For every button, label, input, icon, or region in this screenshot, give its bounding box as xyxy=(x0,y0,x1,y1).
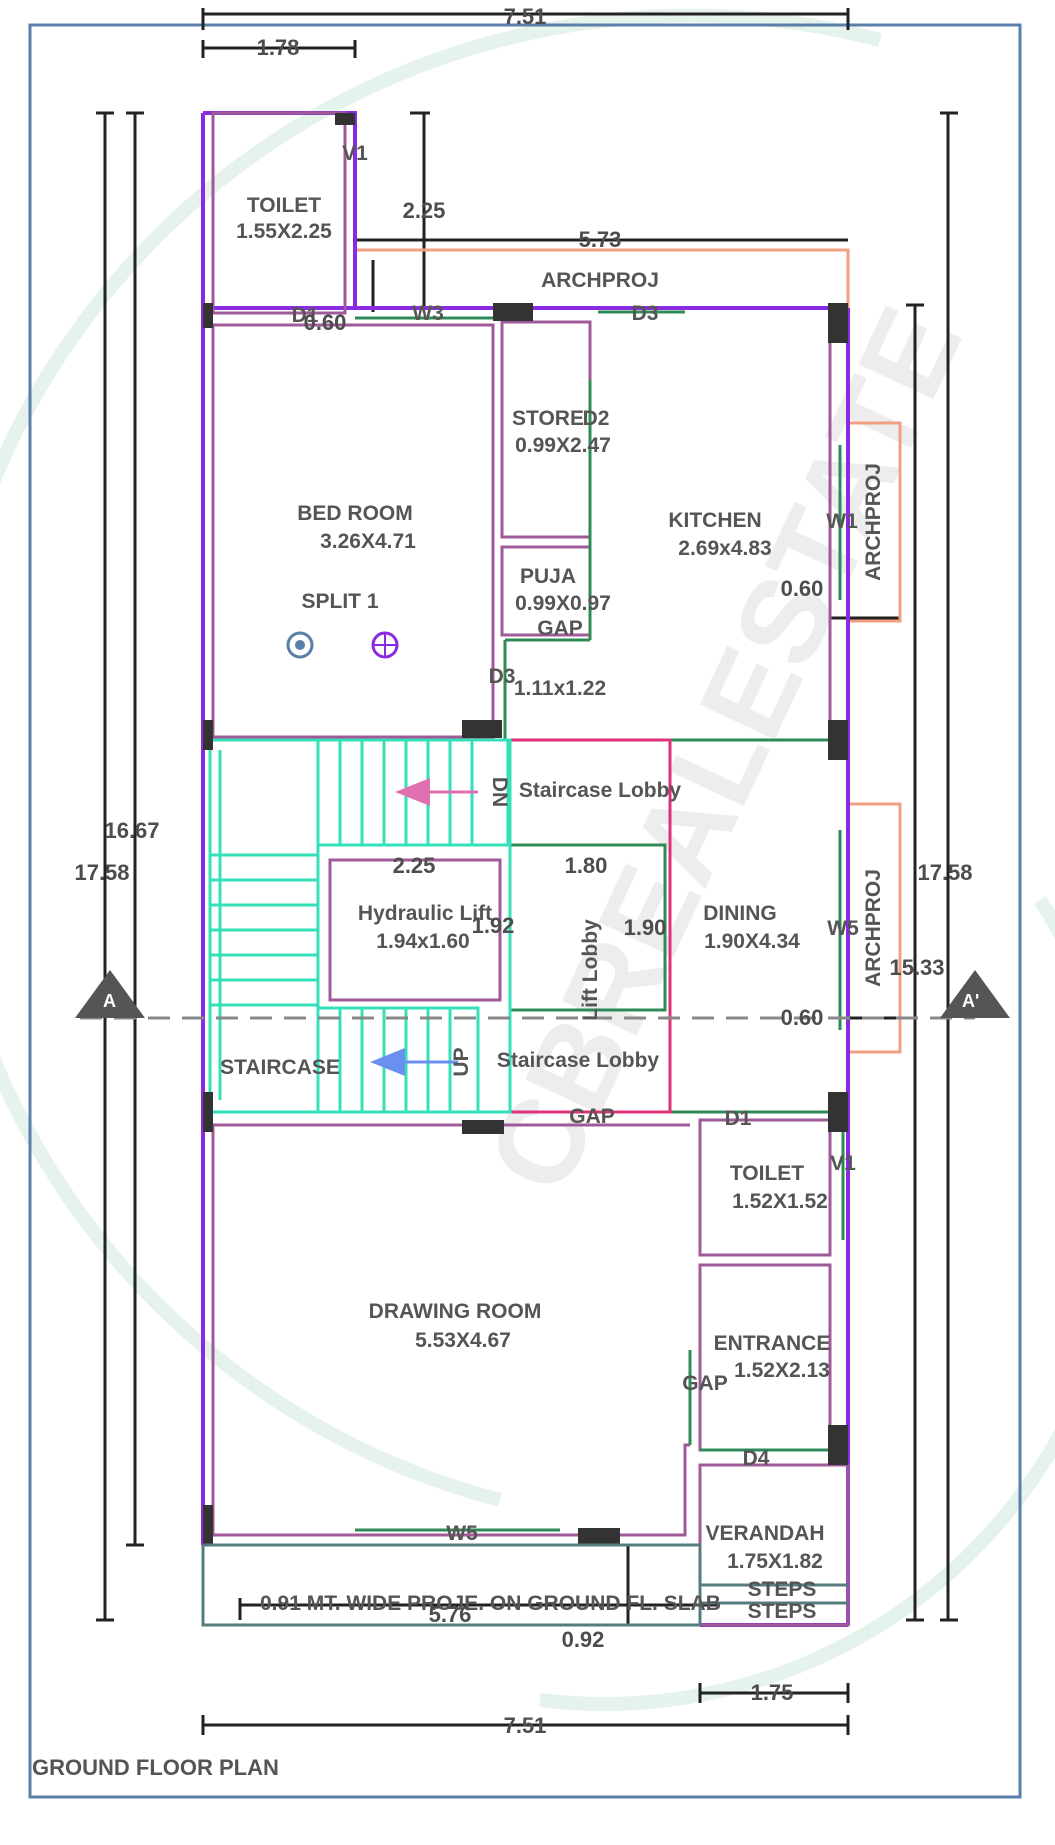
section-a-right: A' xyxy=(962,991,979,1011)
lift-name: Hydraulic Lift xyxy=(358,902,492,925)
stair-arrow-up-icon xyxy=(370,1048,405,1076)
kitchen-name: KITCHEN xyxy=(668,509,761,532)
dim-left-outer: 17.58 xyxy=(74,860,129,885)
store-name: STORE xyxy=(512,407,584,430)
stair-arrow-down-icon xyxy=(395,778,430,806)
tag-v1-bottom: V1 xyxy=(830,1152,856,1175)
dimension-lines xyxy=(96,8,958,1735)
dim-d1-gap: 0.60 xyxy=(304,310,347,335)
stair-arrows xyxy=(370,778,478,1076)
tag-d3-mid: D3 xyxy=(489,665,516,688)
ground-slab-projection xyxy=(201,1543,848,1627)
bedroom-name: BED ROOM xyxy=(297,502,413,525)
staircase-treads xyxy=(208,738,512,1114)
split-indoor-icon xyxy=(286,631,314,659)
store-size: 0.99X2.47 xyxy=(515,434,611,457)
verandah-name: VERANDAH xyxy=(705,1522,824,1545)
archproj-right-1: ARCHPROJ xyxy=(862,463,885,581)
tag-gap-entrance: GAP xyxy=(682,1372,728,1395)
section-a-left: A xyxy=(103,991,116,1011)
dim-kitchen-proj: 0.60 xyxy=(781,576,824,601)
toilet-bottom-name: TOILET xyxy=(730,1162,804,1185)
tag-d3-top: D3 xyxy=(632,302,659,325)
dim-right-outer: 17.58 xyxy=(917,860,972,885)
kitchen-size: 2.69x4.83 xyxy=(678,537,771,560)
split-ac-icons xyxy=(286,631,399,659)
entrance-name: ENTRANCE xyxy=(714,1332,831,1355)
tag-w3: W3 xyxy=(412,302,444,325)
steps-label-1: STEPS xyxy=(748,1578,817,1601)
dim-stair-225: 2.25 xyxy=(393,853,436,878)
projection-note: 0.91 MT. WIDE PROJE. ON GROUND FL. SLAB xyxy=(260,1592,721,1615)
toilet-top-name: TOILET xyxy=(247,194,321,217)
archproj-top: ARCHPROJ xyxy=(541,269,659,292)
drawing-frame xyxy=(28,23,1022,1799)
dim-right-inner: 15.33 xyxy=(889,955,944,980)
puja-size: 0.99X0.97 xyxy=(515,592,611,615)
dim-lift-180: 1.80 xyxy=(565,853,608,878)
dim-toilet-width: 1.78 xyxy=(257,35,300,60)
dim-proj-092: 0.92 xyxy=(562,1627,605,1652)
toilet-top-size: 1.55X2.25 xyxy=(236,220,332,243)
tag-d2: D2 xyxy=(583,407,610,430)
watermark: CBREALESTATE xyxy=(0,8,1055,1711)
dim-top-total: 7.51 xyxy=(504,4,547,29)
tag-gap-mid: GAP xyxy=(569,1105,615,1128)
puja-name: PUJA xyxy=(520,565,576,588)
dim-dining-proj: 0.60 xyxy=(781,1005,824,1030)
up-label: UP xyxy=(450,1047,473,1076)
dim-verandah-width: 1.75 xyxy=(751,1680,794,1705)
lift-size: 1.94x1.60 xyxy=(376,930,469,953)
tag-w5-bottom: W5 xyxy=(446,1522,478,1545)
dim-toilet-height: 2.25 xyxy=(403,198,446,223)
entrance-size: 1.52X2.13 xyxy=(734,1359,830,1382)
room-outlines xyxy=(211,111,850,1627)
exterior-walls xyxy=(201,111,850,1627)
lobby-space-size: 1.11x1.22 xyxy=(514,677,606,700)
dim-archproj-width: 5.73 xyxy=(579,227,622,252)
staircase-label: STAIRCASE xyxy=(220,1056,340,1079)
dining-name: DINING xyxy=(703,902,777,925)
section-marker-right: A' xyxy=(940,970,1010,1018)
drawing-title: GROUND FLOOR PLAN xyxy=(32,1755,279,1780)
tag-d1-top: D1 xyxy=(292,304,319,327)
tag-w5-right: W5 xyxy=(827,917,859,940)
drawing-room-size: 5.53X4.67 xyxy=(415,1329,511,1352)
tag-d4: D4 xyxy=(743,1447,770,1470)
staircase-lobby-bottom: Staircase Lobby xyxy=(497,1049,660,1072)
tag-d1-bottom: D1 xyxy=(725,1107,752,1130)
dim-left-inner: 16.67 xyxy=(104,818,159,843)
steps-label-2: STEPS xyxy=(748,1600,817,1623)
dim-lift-192: 1.92 xyxy=(472,913,515,938)
archproj-right-2: ARCHPROJ xyxy=(862,869,885,987)
columns xyxy=(203,113,848,1545)
dining-size: 1.90X4.34 xyxy=(704,930,800,953)
section-marker-left: A xyxy=(75,970,145,1018)
drawing-room-name: DRAWING ROOM xyxy=(369,1300,542,1323)
verandah-size: 1.75X1.82 xyxy=(727,1550,823,1573)
bedroom-size: 3.26X4.71 xyxy=(320,530,416,553)
dim-lift-190: 1.90 xyxy=(624,915,667,940)
dn-label: DN xyxy=(488,777,511,807)
tag-w1: W1 xyxy=(826,510,858,533)
dim-proj-576: 5.76 xyxy=(429,1602,472,1627)
dim-bottom-total: 7.51 xyxy=(504,1713,547,1738)
tag-gap-puja: GAP xyxy=(537,617,583,640)
tag-v1-top: V1 xyxy=(342,142,368,165)
toilet-bottom-size: 1.52X1.52 xyxy=(732,1190,828,1213)
lift-lobby-label: Lift Lobby xyxy=(579,919,602,1021)
split-label: SPLIT 1 xyxy=(301,590,378,613)
staircase-lobby-top: Staircase Lobby xyxy=(519,779,682,802)
